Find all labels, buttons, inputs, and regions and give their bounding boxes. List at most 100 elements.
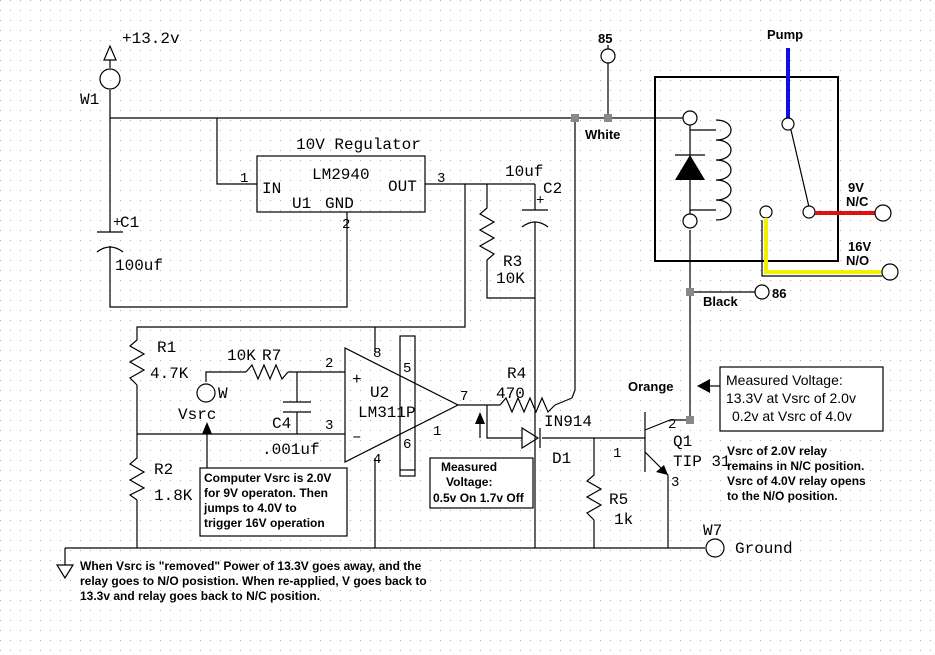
nc-label: N/C [846,194,869,209]
diode-d1: IN914 D1 [503,413,592,468]
black-wire-label: Black [703,294,738,309]
measured-opamp-line-3: 0.5v On 1.7v Off [433,491,525,505]
resistor-r1: R1 4.7K [128,335,189,386]
u2-pin3: 3 [325,418,333,434]
regulator-gnd: GND [325,195,354,213]
orange-wire-label: Orange [628,379,674,394]
regulator-ref: U1 [292,195,311,213]
d1-part: IN914 [544,413,592,431]
relay-behavior-line-4: to the N/O position. [727,489,838,503]
nc-voltage-label: 9V [848,180,864,195]
relay-behavior-line-1: Vsrc of 2.0V relay [727,444,827,458]
capacitor-c2: + C2 10uf [505,163,562,228]
relay-pin86: 86 [772,286,786,301]
computer-note-line-3: jumps to 4.0V to [203,501,297,515]
regulator-part: LM2940 [312,166,370,184]
r7-value: 10K [227,347,256,365]
r1-ref: R1 [157,339,176,357]
d1-ref: D1 [552,450,571,468]
white-wire-label: White [585,127,620,142]
u2-pin1: 1 [433,424,441,440]
no-voltage-label: 16V [848,239,871,254]
r7-ref: R7 [262,347,281,365]
regulator: 10V Regulator LM2940 IN OUT U1 GND 1 3 2 [240,136,445,233]
ground-symbol [55,564,75,580]
measured-opamp-line-1: Measured [441,460,497,474]
measured-relay-line-3: 0.2v at Vsrc of 4.0v [732,408,852,424]
r4-value: 470 [496,385,525,403]
measured-opamp-line-2: Voltage: [446,475,492,489]
q1-part: TIP 31 [673,453,731,471]
c2-ref: C2 [543,180,562,198]
regulator-pin-in: 1 [240,171,248,187]
measured-relay-line-1: Measured Voltage: [726,372,843,388]
ground-terminal: W7 Ground [703,522,793,558]
removed-note: When Vsrc is "removed" Power of 13.3V go… [80,559,427,603]
computer-note-line-1: Computer Vsrc is 2.0V [204,471,331,485]
regulator-title: 10V Regulator [296,136,421,154]
vsrc-label: Vsrc [178,406,216,424]
relay-behavior-note: Vsrc of 2.0V relay remains in N/C positi… [727,444,866,503]
measured-relay-line-2: 13.3V at Vsrc of 2.0v [726,390,856,406]
resistor-r4: R4 470 [496,365,556,414]
u2-minus: – [352,428,362,446]
r5-value: 1k [614,511,633,529]
c2-value: 10uf [505,163,543,181]
u2-pin7: 7 [460,389,468,405]
comparator-u2: + – U2 LM311P 8 5 2 3 7 1 4 6 [325,335,468,477]
vsrc-terminal: W Vsrc [178,383,228,424]
r4-ref: R4 [507,365,526,383]
r3-value: 10K [496,270,525,288]
svg-text:+: + [113,215,121,231]
capacitor-c4: C4 .001uf [262,401,320,459]
r5-ref: R5 [609,491,628,509]
ground-label: Ground [735,540,793,558]
regulator-in: IN [262,180,281,198]
computer-vsrc-note: Computer Vsrc is 2.0V for 9V operaton. T… [199,422,348,537]
u2-part: LM311P [358,404,416,422]
computer-note-line-2: for 9V operaton. Then [204,486,328,500]
removed-line-1: When Vsrc is "removed" Power of 13.3V go… [80,559,422,573]
u2-pin2: 2 [325,356,333,372]
q1-pin1: 1 [613,446,621,462]
u2-pin4: 4 [373,452,381,468]
vsrc-w-label: W [218,385,228,403]
u2-plus: + [352,371,362,389]
relay: 85 86 White Black Orange Pump 9V N/C 1 [585,27,899,394]
capacitor-c1: + C1 100uf [96,214,163,275]
resistor-r7: 10K R7 [227,347,289,381]
w7-label: W7 [703,522,722,540]
r2-ref: R2 [154,461,173,479]
u2-pin5: 5 [403,361,411,377]
w1-label: W1 [80,91,99,109]
c1-ref: C1 [120,214,139,232]
resistor-r2: R2 1.8K [128,452,193,505]
c1-value: 100uf [115,257,163,275]
removed-line-3: 13.3v and relay goes back to N/C positio… [80,589,320,603]
u2-pin6: 6 [403,437,411,453]
regulator-out: OUT [388,178,417,196]
relay-behavior-line-2: remains in N/C position. [727,459,864,473]
measured-relay-note: Measured Voltage: 13.3V at Vsrc of 2.0v … [697,366,884,432]
transistor-q1: 2 1 3 Q1 TIP 31 [613,412,731,491]
r3-ref: R3 [503,253,522,271]
c4-ref: C4 [272,415,291,433]
resistor-r3: R3 10K [478,200,525,288]
removed-line-2: relay goes to N/O posistion. When re-app… [80,574,427,588]
relay-behavior-line-3: Vsrc of 4.0V relay opens [727,474,866,488]
q1-pin3: 3 [671,475,679,491]
pump-label: Pump [767,27,803,42]
r2-value: 1.8K [154,487,193,505]
resistor-r5: R5 1k [585,470,633,529]
measured-opamp-note: Measured Voltage: 0.5v On 1.7v Off [429,412,534,509]
supply-voltage-label: +13.2v [122,30,180,48]
no-wire [764,218,882,274]
u2-ref: U2 [370,384,389,402]
supply-terminal: +13.2v W1 [80,30,180,109]
no-label: N/O [846,253,869,268]
q1-ref: Q1 [673,433,692,451]
c4-value: .001uf [262,441,320,459]
q1-pin2: 2 [668,417,676,433]
junctions [571,114,694,424]
